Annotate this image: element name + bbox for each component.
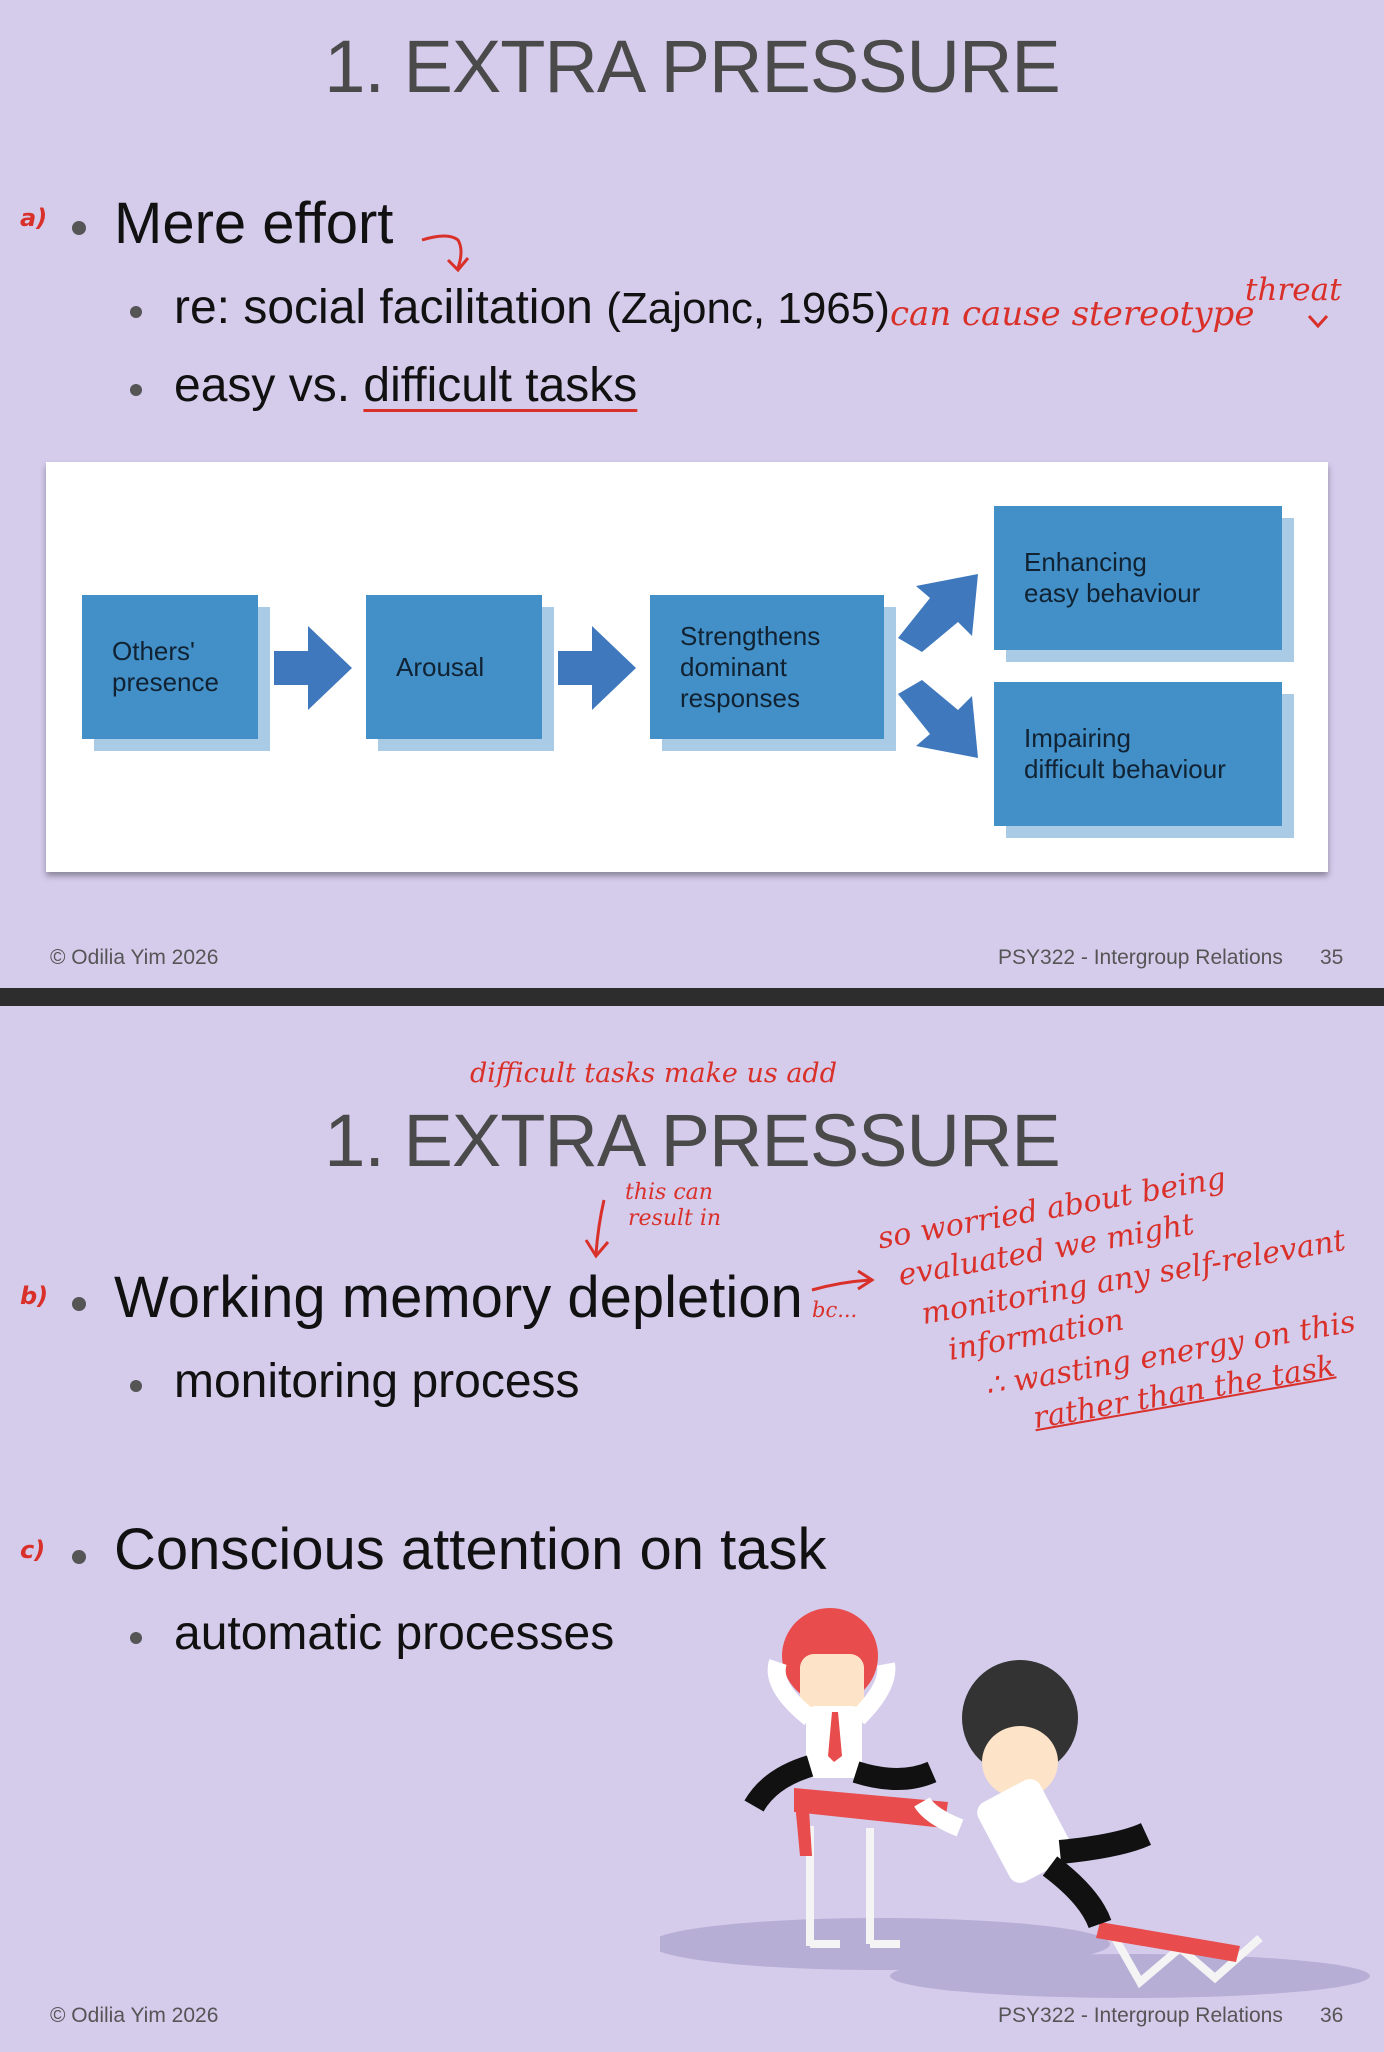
box-impairing: Impairing difficult behaviour bbox=[994, 682, 1282, 826]
bullet-dot bbox=[72, 1550, 86, 1564]
annotation-result-in: result in bbox=[628, 1206, 722, 1231]
hurdle-race-illustration bbox=[660, 1608, 1370, 1998]
annotation-note-block: so worried about being evaluated we migh… bbox=[875, 1139, 1384, 1518]
footer-copyright: © Odilia Yim 2026 bbox=[50, 2004, 219, 2027]
bullet-monitoring-process: monitoring process bbox=[174, 1355, 580, 1408]
footer-copyright: © Odilia Yim 2026 bbox=[50, 946, 219, 969]
annotation-label-a: a) bbox=[20, 204, 48, 232]
bullet-dot bbox=[130, 1632, 142, 1644]
annotation-bc: bc... bbox=[812, 1298, 858, 1322]
annotation-arrow bbox=[811, 1269, 875, 1292]
annotation-caret bbox=[1307, 314, 1329, 329]
bullet-easy-difficult: easy vs. difficult tasks bbox=[174, 358, 637, 413]
arrow-down-right-icon bbox=[898, 680, 978, 758]
box-strengthens: Strengthens dominant responses bbox=[650, 595, 884, 739]
social-facilitation-text: re: social facilitation bbox=[174, 281, 593, 334]
footer-page-number: 36 bbox=[1320, 2004, 1344, 2027]
annotation-stereotype: can cause stereotype bbox=[890, 294, 1255, 334]
bullet-dot bbox=[130, 1380, 142, 1392]
annotation-arrow bbox=[421, 234, 470, 273]
arrow-up-right-icon bbox=[898, 574, 978, 652]
arrow-right-icon bbox=[558, 626, 636, 710]
zajonc-citation: (Zajonc, 1965) bbox=[606, 284, 890, 333]
box-arousal: Arousal bbox=[366, 595, 542, 739]
bullet-dot bbox=[72, 221, 86, 235]
bullet-conscious-attention: Conscious attention on task bbox=[114, 1517, 827, 1582]
annotation-difficult-tasks: difficult tasks make us add bbox=[470, 1058, 837, 1089]
bullet-dot bbox=[130, 306, 142, 318]
footer-course: PSY322 - Intergroup Relations bbox=[998, 2004, 1283, 2027]
bullet-social-facilitation: re: social facilitation (Zajonc, 1965) bbox=[174, 280, 890, 335]
annotation-this-can: this can bbox=[625, 1180, 713, 1205]
box-others-presence: Others' presence bbox=[82, 595, 258, 739]
bullet-automatic-processes: automatic processes bbox=[174, 1607, 615, 1660]
slide-36: difficult tasks make us add 1. EXTRA PRE… bbox=[0, 1006, 1384, 2052]
easy-vs-text: easy vs. bbox=[174, 359, 364, 412]
annotation-arrow bbox=[584, 1199, 610, 1259]
annotation-label-c: c) bbox=[20, 1536, 46, 1564]
slide-title: 1. EXTRA PRESSURE bbox=[324, 1099, 1061, 1182]
annotation-threat: threat bbox=[1245, 272, 1342, 308]
bullet-dot bbox=[72, 1297, 86, 1311]
difficult-tasks-underlined: difficult tasks bbox=[363, 359, 638, 412]
arrow-right-icon bbox=[274, 626, 352, 710]
bullet-dot bbox=[130, 384, 142, 396]
annotation-label-b: b) bbox=[20, 1282, 49, 1310]
footer-page-number: 35 bbox=[1320, 946, 1344, 969]
social-facilitation-diagram: Others' presence Arousal Strengthens dom… bbox=[46, 462, 1328, 872]
slide-title: 1. EXTRA PRESSURE bbox=[324, 25, 1061, 108]
bullet-working-memory: Working memory depletion bbox=[114, 1265, 803, 1330]
box-enhancing: Enhancing easy behaviour bbox=[994, 506, 1282, 650]
footer-course: PSY322 - Intergroup Relations bbox=[998, 946, 1283, 969]
bullet-mere-effort: Mere effort bbox=[114, 191, 394, 256]
slide-35: 1. EXTRA PRESSURE a) Mere effort re: soc… bbox=[0, 0, 1384, 988]
